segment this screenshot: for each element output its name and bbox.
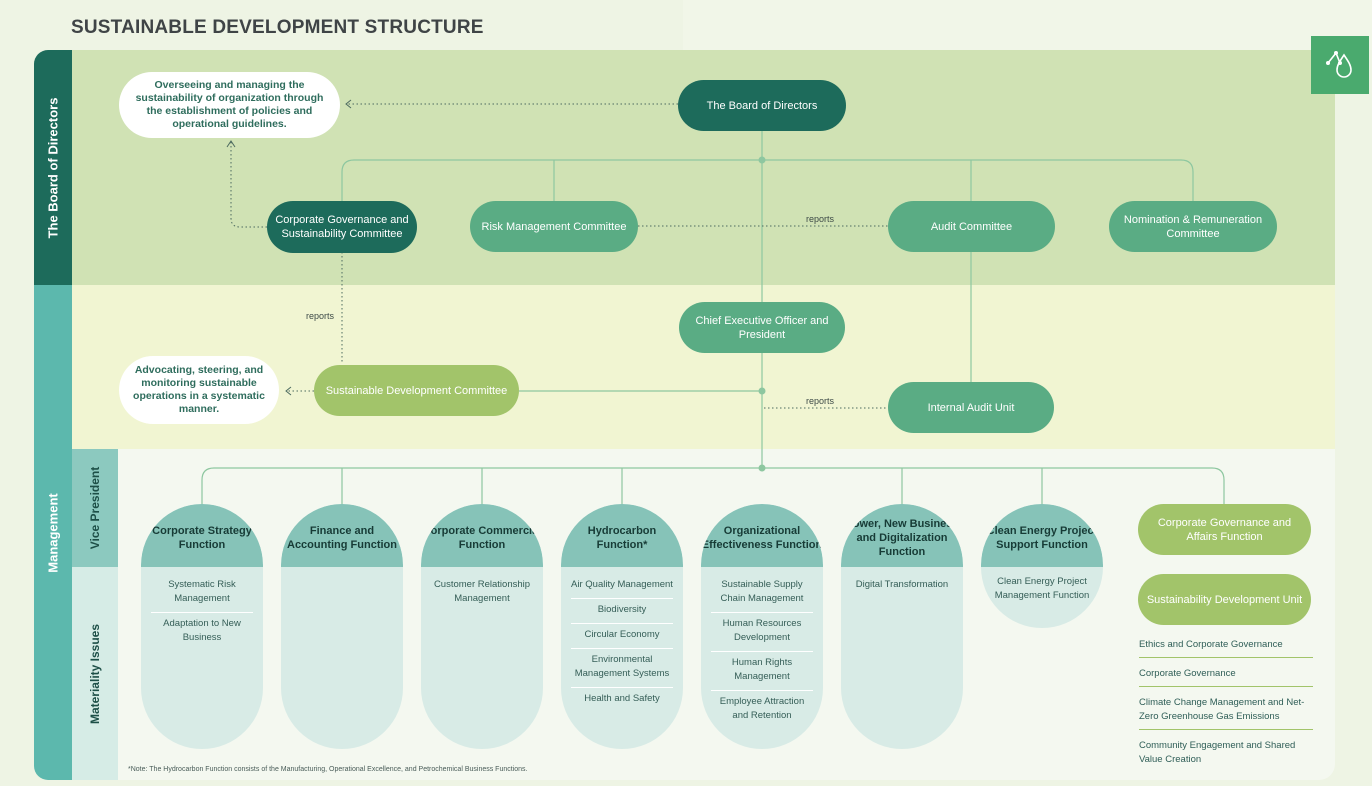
- nomination-committee-node: Nomination & Remuneration Committee: [1109, 201, 1277, 252]
- cga-function-node: Corporate Governance and Affairs Functio…: [1138, 504, 1311, 555]
- risk-committee-node: Risk Management Committee: [470, 201, 638, 252]
- reports-label-left: reports: [306, 311, 335, 321]
- function-column: Hydrocarbon Function* Air Quality Manage…: [561, 504, 683, 749]
- board-of-directors-node: The Board of Directors: [678, 80, 846, 131]
- materiality-item: Biodiversity: [571, 599, 673, 624]
- side-label-vp: Vice President: [72, 449, 118, 567]
- materiality-item: Adaptation to New Business: [163, 618, 241, 643]
- materiality-item: Climate Change Management and Net-Zero G…: [1139, 696, 1313, 730]
- function-column: Finance and Accounting Function: [281, 504, 403, 749]
- materiality-item: Human Rights Management: [711, 652, 813, 691]
- sdc-node: Sustainable Development Committee: [314, 365, 519, 416]
- materiality-item: Systematic Risk Management: [151, 574, 253, 613]
- materiality-item: Corporate Governance: [1139, 667, 1313, 687]
- logo: [1311, 36, 1369, 94]
- function-column: Power, New Business and Digitalization F…: [841, 504, 963, 749]
- side-label-materiality: Materiality Issues: [72, 567, 118, 780]
- materiality-item: Community Engagement and Shared Value Cr…: [1139, 740, 1296, 765]
- materiality-item: Ethics and Corporate Governance: [1139, 638, 1313, 658]
- page-title: SUSTAINABLE DEVELOPMENT STRUCTURE: [71, 17, 484, 38]
- internal-audit-node: Internal Audit Unit: [888, 382, 1054, 433]
- function-column: Corporate Commercial Function Customer R…: [421, 504, 543, 749]
- cgs-committee-node: Corporate Governance and Sustainability …: [267, 201, 417, 253]
- side-label-board: The Board of Directors: [34, 50, 72, 285]
- materiality-item: Environmental Management Systems: [571, 649, 673, 688]
- materiality-item: Customer Relationship Management: [433, 579, 531, 604]
- materiality-item: Circular Economy: [571, 624, 673, 649]
- audit-committee-node: Audit Committee: [888, 201, 1055, 252]
- function-column: Corporate Strategy Function Systematic R…: [141, 504, 263, 749]
- sdc-description: Advocating, steering, and monitoring sus…: [119, 356, 279, 424]
- materiality-item: Human Resources Development: [711, 613, 813, 652]
- side-label-management: Management: [34, 285, 72, 780]
- header-decoration: [683, 0, 1372, 50]
- materiality-item: Digital Transformation: [855, 579, 949, 590]
- materiality-item: Air Quality Management: [571, 574, 673, 599]
- sdu-node: Sustainability Development Unit: [1138, 574, 1311, 625]
- reports-label-board: reports: [806, 214, 835, 224]
- materiality-item: Sustainable Supply Chain Management: [711, 574, 813, 613]
- function-column: Organizational Effectiveness Function Su…: [701, 504, 823, 749]
- network-drop-icon: [1326, 51, 1352, 78]
- function-column: Clean Energy Project Support Function Cl…: [981, 504, 1103, 628]
- materiality-item: Health and Safety: [584, 693, 660, 704]
- ceo-node: Chief Executive Officer and President: [679, 302, 845, 353]
- footnote: *Note: The Hydrocarbon Function consists…: [128, 766, 528, 773]
- materiality-item: Employee Attraction and Retention: [719, 696, 805, 721]
- board-description: Overseeing and managing the sustainabili…: [119, 72, 340, 138]
- materiality-item: Clean Energy Project Management Function: [994, 576, 1090, 601]
- reports-label-right: reports: [806, 396, 835, 406]
